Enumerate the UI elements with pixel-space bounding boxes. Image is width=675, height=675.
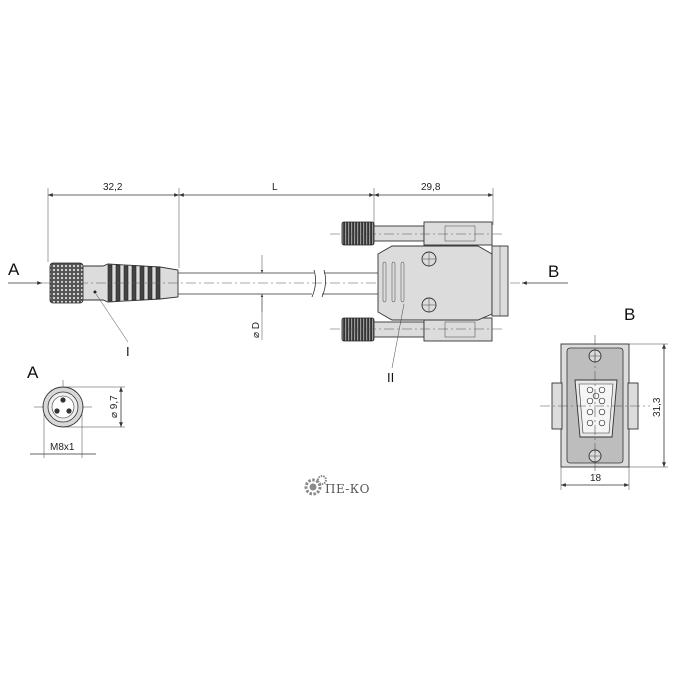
end-view-b: B 31,3 <box>540 305 668 490</box>
dim-end-a-diameter: ⌀ 9,7 <box>109 395 120 418</box>
dim-plug-length: 32,2 <box>103 182 123 193</box>
dim-sub-d-length: 29,8 <box>421 182 441 193</box>
cable: ⌀ D <box>178 255 378 340</box>
callout-part-two: II <box>387 370 394 385</box>
callouts: I II <box>95 293 405 385</box>
view-arrows: A B <box>8 260 568 285</box>
company-logo: ПЕ-КО <box>304 475 370 496</box>
sub-d-connector <box>330 221 509 342</box>
dim-end-b-width: 18 <box>590 473 602 484</box>
dim-cable-length: L <box>272 182 278 193</box>
dim-end-b-height: 31,3 <box>652 397 663 417</box>
dim-cable-diameter: ⌀ D <box>251 322 262 338</box>
top-dimensions: 32,2 L 29,8 <box>47 182 494 268</box>
view-arrow-b-label: B <box>548 262 559 281</box>
m8-connector <box>42 262 522 304</box>
logo-text: ПЕ-КО <box>325 482 370 496</box>
end-view-b-label: B <box>624 305 635 324</box>
end-view-a: A ⌀ 9,7 M8x1 <box>27 363 125 458</box>
callout-part-one: I <box>126 344 130 359</box>
gear-icon <box>304 475 327 496</box>
view-arrow-a-label: A <box>8 260 20 279</box>
dim-end-a-thread: M8x1 <box>50 442 75 453</box>
end-view-a-label: A <box>27 363 39 382</box>
